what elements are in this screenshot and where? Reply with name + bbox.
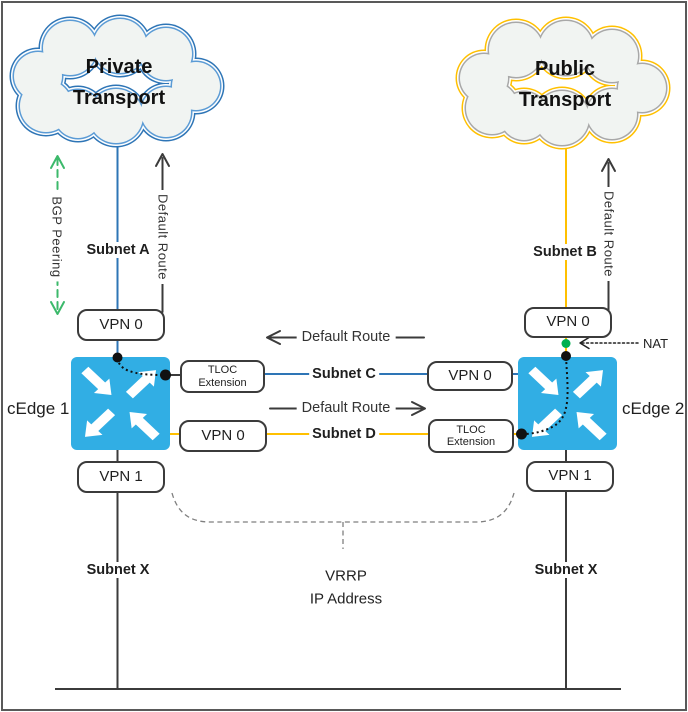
vpn1-box-right: VPN 1 [526, 461, 614, 492]
subnet-x-right-label: Subnet X [531, 562, 601, 578]
private-cloud-label: Private Transport [8, 52, 230, 114]
subnet-x-left-label: Subnet X [83, 562, 153, 578]
public-cloud-line2: Transport [518, 89, 612, 111]
vrrp-line2: IP Address [309, 590, 383, 607]
private-transport-cloud: Private Transport [8, 14, 230, 154]
default-route-private-label: Default Route [155, 190, 171, 284]
public-cloud-line1: Public [534, 58, 595, 80]
vpn0-box-private: VPN 0 [77, 309, 165, 341]
bgp-peering-label: BGP Peering [49, 192, 65, 282]
vrrp-line1: VRRP [325, 567, 367, 585]
tloc-line1: TLOC [456, 423, 486, 436]
public-cloud-label: Public Transport [454, 54, 676, 116]
cloud-icon [9, 14, 225, 148]
vpn0-label: VPN 0 [546, 313, 590, 331]
vpn0-box-mid-right: VPN 0 [427, 361, 513, 391]
default-route-public-label: Default Route [601, 187, 617, 281]
cedge1-label: cEdge 1 [7, 399, 70, 418]
vpn1-label: VPN 1 [548, 467, 592, 485]
tloc-line1: TLOC [207, 364, 238, 377]
tloc-extension-box-right: TLOC Extension [428, 419, 514, 453]
vpn0-label: VPN 0 [201, 426, 245, 444]
default-route-left-label: Default Route [296, 329, 396, 345]
vpn0-label: VPN 0 [99, 315, 143, 333]
vpn0-box-public: VPN 0 [524, 307, 612, 338]
vpn0-box-mid-left: VPN 0 [179, 420, 267, 452]
nat-label: NAT [643, 336, 669, 351]
tloc-extension-box-left: TLOC Extension [180, 360, 265, 393]
private-cloud-line1: Private [85, 56, 153, 78]
subnet-b-label: Subnet B [530, 244, 600, 260]
vpn1-box-left: VPN 1 [77, 461, 165, 493]
subnet-c-label: Subnet C [309, 366, 379, 382]
cloud-icon [455, 16, 671, 150]
cedge1-router [71, 357, 170, 450]
vpn0-label: VPN 0 [448, 366, 492, 384]
router-arrows-icon [528, 366, 607, 441]
vpn1-label: VPN 1 [99, 467, 143, 485]
cedge2-router [518, 357, 617, 450]
router-arrows-icon [81, 366, 160, 441]
default-route-right-label: Default Route [296, 400, 396, 416]
subnet-d-label: Subnet D [309, 426, 379, 442]
cedge2-label: cEdge 2 [622, 399, 685, 418]
vrrp-label: VRRP IP Address [310, 566, 382, 611]
public-transport-cloud: Public Transport [454, 16, 676, 156]
tloc-line2: Extension [198, 376, 247, 389]
subnet-a-label: Subnet A [83, 242, 153, 258]
private-cloud-line2: Transport [72, 87, 166, 109]
tloc-line2: Extension [446, 436, 496, 448]
